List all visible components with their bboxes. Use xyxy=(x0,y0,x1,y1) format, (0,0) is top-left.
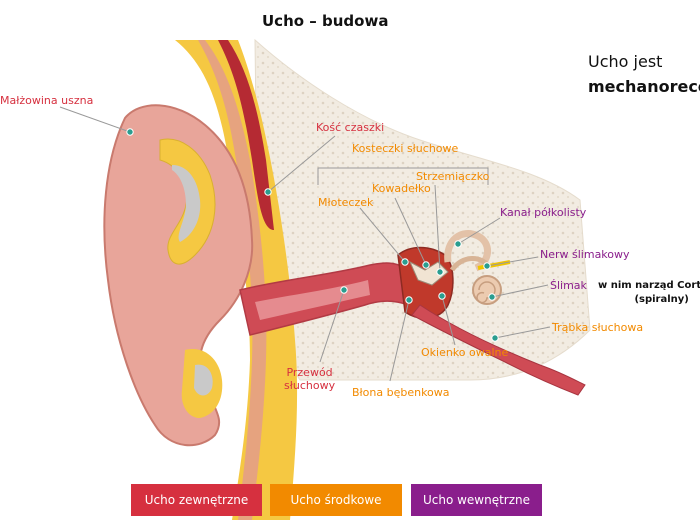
leader-nerw xyxy=(486,256,539,267)
leader-kanal xyxy=(457,217,501,245)
marker-malzowina xyxy=(126,128,134,136)
legend-inner-ear-label: Ucho wewnętrzne xyxy=(422,493,531,507)
cochlea-spiral xyxy=(476,281,496,304)
label-mloteczek: Młoteczek xyxy=(318,196,374,209)
ossicles xyxy=(408,260,449,286)
leader-slimak xyxy=(491,284,549,298)
marker-kosc xyxy=(264,188,272,196)
label-przewod-line1: Przewód xyxy=(286,366,333,379)
label-nerw: Nerw ślimakowy xyxy=(540,248,630,261)
muscle-layer xyxy=(218,40,274,230)
marker-okienko xyxy=(438,292,446,300)
lobe-cartilage xyxy=(194,364,213,396)
leader-malzowina xyxy=(59,106,131,133)
label-kanal: Kanał półkolisty xyxy=(500,206,587,219)
label-przewod: Przewód słuchowy xyxy=(284,366,335,392)
side-text-line1: Ucho jest xyxy=(588,52,663,71)
marker-trabka xyxy=(491,334,499,342)
label-blona: Błona bębenkowa xyxy=(352,386,450,399)
corti-note: w nim narząd Cortiego (spiralny) xyxy=(598,279,700,307)
label-malzowina: Małżowina uszna xyxy=(0,94,94,107)
legend-outer-ear-label: Ucho zewnętrzne xyxy=(144,493,249,507)
legend-middle-ear: Ucho środkowe xyxy=(270,484,402,516)
corti-note-line2: (spiralny) xyxy=(634,294,689,305)
leader-kowadelko xyxy=(394,197,427,266)
label-kosc: Kość czaszki xyxy=(316,121,385,134)
corti-note-line1: w nim narząd Cortiego xyxy=(598,280,700,291)
side-text-line2: mechanorece xyxy=(588,77,700,96)
marker-blona xyxy=(405,296,413,304)
marker-nerw xyxy=(483,262,491,270)
label-trabka: Trąbka słuchowa xyxy=(552,321,644,334)
pinna-cartilage xyxy=(172,165,201,242)
diagram-title: Ucho – budowa xyxy=(262,12,389,30)
fat-layer xyxy=(175,40,298,520)
legend-outer-ear: Ucho zewnętrzne xyxy=(131,484,262,516)
marker-mloteczek xyxy=(401,258,409,266)
leader-trabka xyxy=(494,326,551,339)
leader-blona xyxy=(389,299,410,382)
label-okienko: Okienko owalne xyxy=(421,346,509,359)
bracket-kosteczki xyxy=(317,167,489,185)
leader-okienko xyxy=(441,295,456,346)
leader-przewod xyxy=(319,289,345,363)
marker-przewod xyxy=(340,286,348,294)
label-slimak: Ślimak xyxy=(550,279,587,292)
leader-strzemiaczko xyxy=(434,184,441,273)
label-kosteczki: Kosteczki słuchowe xyxy=(352,142,459,155)
marker-slimak xyxy=(488,293,496,301)
marker-kanal xyxy=(454,240,462,248)
label-kowadelko: Kowadełko xyxy=(372,182,431,195)
eustachian-tube xyxy=(411,304,586,396)
label-strzemiaczko: Strzemiączko xyxy=(416,170,490,183)
marker-kowadelko xyxy=(422,261,430,269)
leader-mloteczek xyxy=(359,207,406,263)
label-przewod-line2: słuchowy xyxy=(284,379,336,392)
legend-middle-ear-label: Ucho środkowe xyxy=(290,493,382,507)
leader-kosc xyxy=(267,135,336,193)
marker-strzemiaczko xyxy=(436,268,444,276)
legend-inner-ear: Ucho wewnętrzne xyxy=(411,484,542,516)
skin-layer xyxy=(198,40,267,520)
